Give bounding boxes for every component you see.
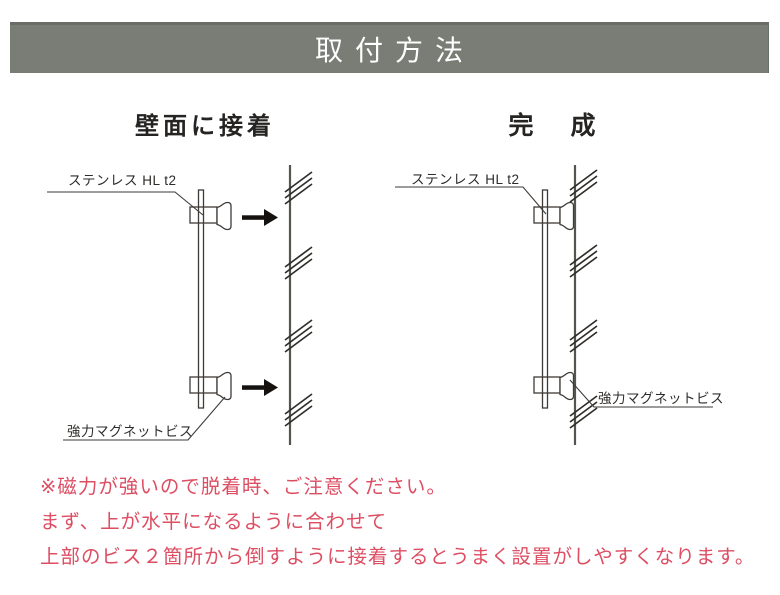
right-arrow-icon xyxy=(242,379,278,396)
wall-hatch-marks xyxy=(569,169,598,429)
stainless-rail xyxy=(197,189,205,409)
label-magnet-left: 強力マグネットビス xyxy=(67,424,193,439)
right-diagram xyxy=(395,165,713,445)
left-diagram xyxy=(47,165,313,445)
label-magnet-right: 強力マグネットビス xyxy=(598,391,724,406)
note-line: 上部のビス２箇所から倒すように接着するとうまく設置がしやすくなります。 xyxy=(40,546,756,568)
label-stainless-right: ステンレス HL t2 xyxy=(411,172,520,187)
leader-line-magnet-right xyxy=(569,379,713,408)
page-title: 取付方法 xyxy=(314,35,475,66)
header-bar: 取付方法 xyxy=(10,22,769,73)
magnet-screw-top xyxy=(533,201,575,231)
right-diagram-title: 完 成 xyxy=(508,112,602,140)
magnet-screw-top xyxy=(189,201,232,231)
leader-line-stainless-left xyxy=(47,191,204,216)
leader-line-stainless-right xyxy=(395,186,547,215)
note-line: ※磁力が強いので脱着時、ご注意ください。 xyxy=(40,476,447,498)
right-arrow-icon xyxy=(242,209,278,226)
stainless-rail xyxy=(541,189,549,409)
left-diagram-title: 壁面に接着 xyxy=(135,113,275,140)
leader-line-magnet-left xyxy=(63,396,226,441)
note-line: まず、上が水平になるように合わせて xyxy=(40,511,388,533)
label-stainless-left: ステンレス HL t2 xyxy=(68,173,177,188)
wall-hatch-marks xyxy=(284,171,313,427)
magnet-screw-bottom xyxy=(533,371,575,401)
caution-notes: ※磁力が強いので脱着時、ご注意ください。 まず、上が水平になるように合わせて 上… xyxy=(40,470,760,575)
magnet-screw-bottom xyxy=(189,371,232,401)
